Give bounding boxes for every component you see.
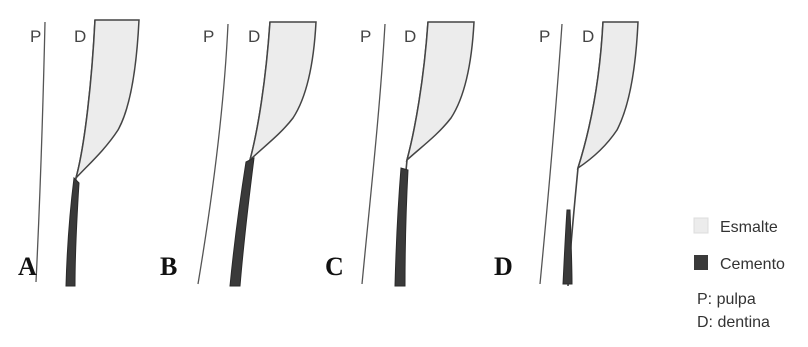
panel-letter: A	[18, 252, 37, 281]
cementum	[66, 178, 79, 286]
pulp-label: P	[539, 27, 550, 46]
pulp-line	[540, 24, 562, 284]
pulp-line	[362, 24, 385, 284]
cementum	[563, 210, 572, 284]
panel-a: P D A	[18, 20, 139, 286]
dentin-label: D	[404, 27, 416, 46]
esmalte-legend-label: Esmalte	[720, 219, 778, 236]
panel-letter: B	[160, 252, 177, 281]
pulp-line	[198, 24, 228, 284]
esmalte-swatch	[694, 218, 708, 233]
dentin-label: D	[582, 27, 594, 46]
cemento-swatch	[694, 255, 708, 270]
panel-letter: D	[494, 252, 513, 281]
dentin-label: D	[248, 27, 260, 46]
cementum	[395, 168, 408, 286]
pulpa-legend-label: P: pulpa	[697, 291, 756, 308]
pulp-label: P	[360, 27, 371, 46]
pulp-label: P	[30, 27, 41, 46]
cementum	[230, 158, 254, 286]
enamel	[407, 22, 474, 160]
dentina-legend-label: D: dentina	[697, 314, 770, 331]
cemento-legend-label: Cemento	[720, 256, 785, 273]
pulp-label: P	[203, 27, 214, 46]
legend: Esmalte Cemento P: pulpa D: dentina	[694, 218, 785, 331]
panel-b: P D B	[160, 22, 316, 286]
panel-c: P D C	[325, 22, 474, 286]
pulp-line	[36, 22, 45, 282]
panel-d: P D D	[494, 22, 638, 286]
dentin-label: D	[74, 27, 86, 46]
panel-letter: C	[325, 252, 344, 281]
